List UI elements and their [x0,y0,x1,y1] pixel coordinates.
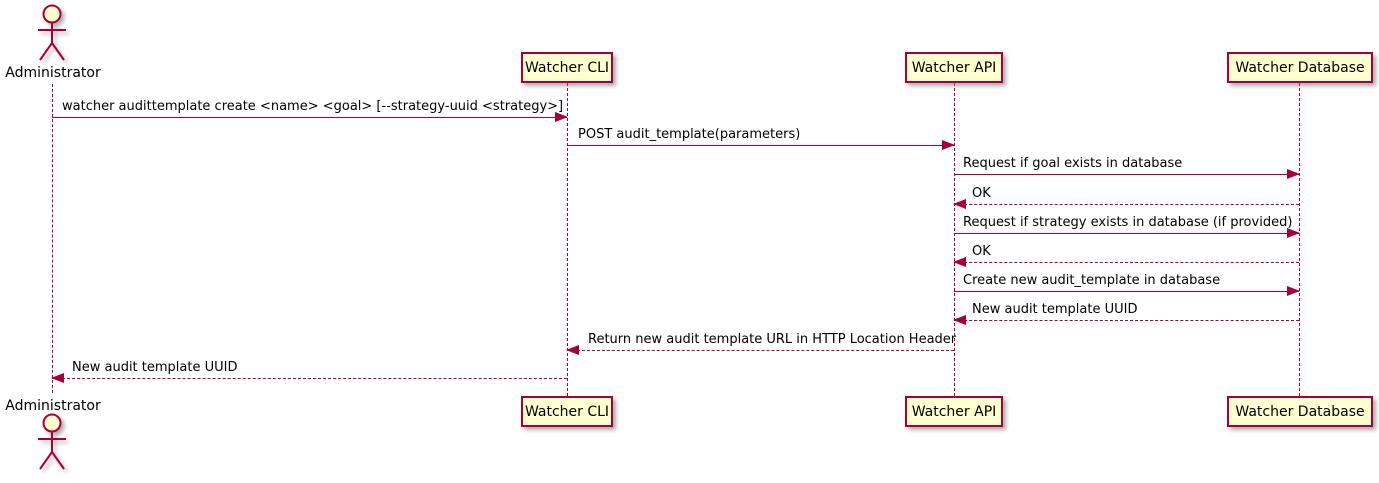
participant-label: Watcher CLI [524,403,610,420]
participant-label: Watcher Database [1235,59,1365,76]
participant-label: Watcher CLI [524,59,610,76]
arrowhead-right-icon [555,112,568,122]
message-line [954,291,1299,292]
lifeline-watcher-api [954,83,955,396]
message-label: Request if strategy exists in database (… [963,215,1293,230]
arrowhead-left-icon [953,199,966,209]
message-label: New audit template UUID [72,360,238,375]
message-label: Request if goal exists in database [963,156,1183,171]
message-line [954,204,1299,205]
participant-watcher-api-bottom: Watcher API [905,396,1003,427]
message-label: New audit template UUID [972,302,1138,317]
message-label: POST audit_template(parameters) [578,127,801,142]
message-label: watcher audittemplate create <name> <goa… [62,99,564,114]
participant-label: Watcher API [911,59,997,76]
message-label: Create new audit_template in database [963,273,1221,288]
arrowhead-right-icon [1287,169,1300,179]
message-line [52,117,567,118]
arrowhead-right-icon [1287,228,1300,238]
message-line [954,262,1299,263]
message-line [567,350,954,351]
participant-watcher-cli-top: Watcher CLI [521,52,613,83]
arrowhead-left-icon [953,257,966,267]
participant-watcher-api-top: Watcher API [905,52,1003,83]
arrowhead-left-icon [566,345,579,355]
participant-watcher-cli-bottom: Watcher CLI [521,396,613,427]
arrowhead-right-icon [1287,286,1300,296]
message-label: OK [972,244,991,259]
participant-label: Watcher Database [1235,403,1365,420]
actor-label-bottom: Administrator [5,398,101,414]
message-label: OK [972,186,991,201]
actor-icon [38,4,66,61]
lifeline-watcher-cli [567,83,568,396]
message-line [954,174,1299,175]
arrowhead-right-icon [942,140,955,150]
lifeline-watcher-database [1299,83,1300,396]
participant-watcher-database-bottom: Watcher Database [1227,396,1373,427]
actor-label-top: Administrator [5,65,101,81]
message-line [52,378,567,379]
message-label: Return new audit template URL in HTTP Lo… [588,332,957,347]
participant-label: Watcher API [911,403,997,420]
message-line [567,145,954,146]
message-line [954,320,1299,321]
actor-icon [38,413,66,470]
message-line [954,233,1299,234]
lifeline-administrator [52,84,53,393]
arrowhead-left-icon [51,373,64,383]
participant-watcher-database-top: Watcher Database [1227,52,1373,83]
arrowhead-left-icon [953,315,966,325]
